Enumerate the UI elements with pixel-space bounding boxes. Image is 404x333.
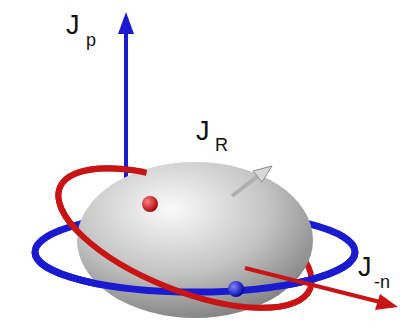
jn-arrowhead bbox=[375, 294, 398, 310]
vector-symbol: J bbox=[196, 118, 210, 145]
blue-orbit-front bbox=[35, 252, 355, 292]
red-orbit-front bbox=[40, 163, 329, 333]
jp-arrowhead bbox=[118, 12, 134, 34]
vector-subscript: R bbox=[215, 136, 228, 154]
jr-arrow bbox=[232, 176, 258, 196]
proton-ball bbox=[228, 281, 244, 297]
neutron-ball bbox=[142, 196, 158, 212]
red-orbit-front bbox=[60, 145, 147, 216]
vector-subscript: -n bbox=[374, 273, 390, 291]
vector-symbol: J bbox=[66, 12, 80, 39]
jr-arrowhead bbox=[253, 166, 272, 182]
red-orbit bbox=[40, 139, 329, 333]
vector-symbol: J bbox=[358, 254, 372, 281]
vector-subscript: p bbox=[86, 31, 96, 49]
